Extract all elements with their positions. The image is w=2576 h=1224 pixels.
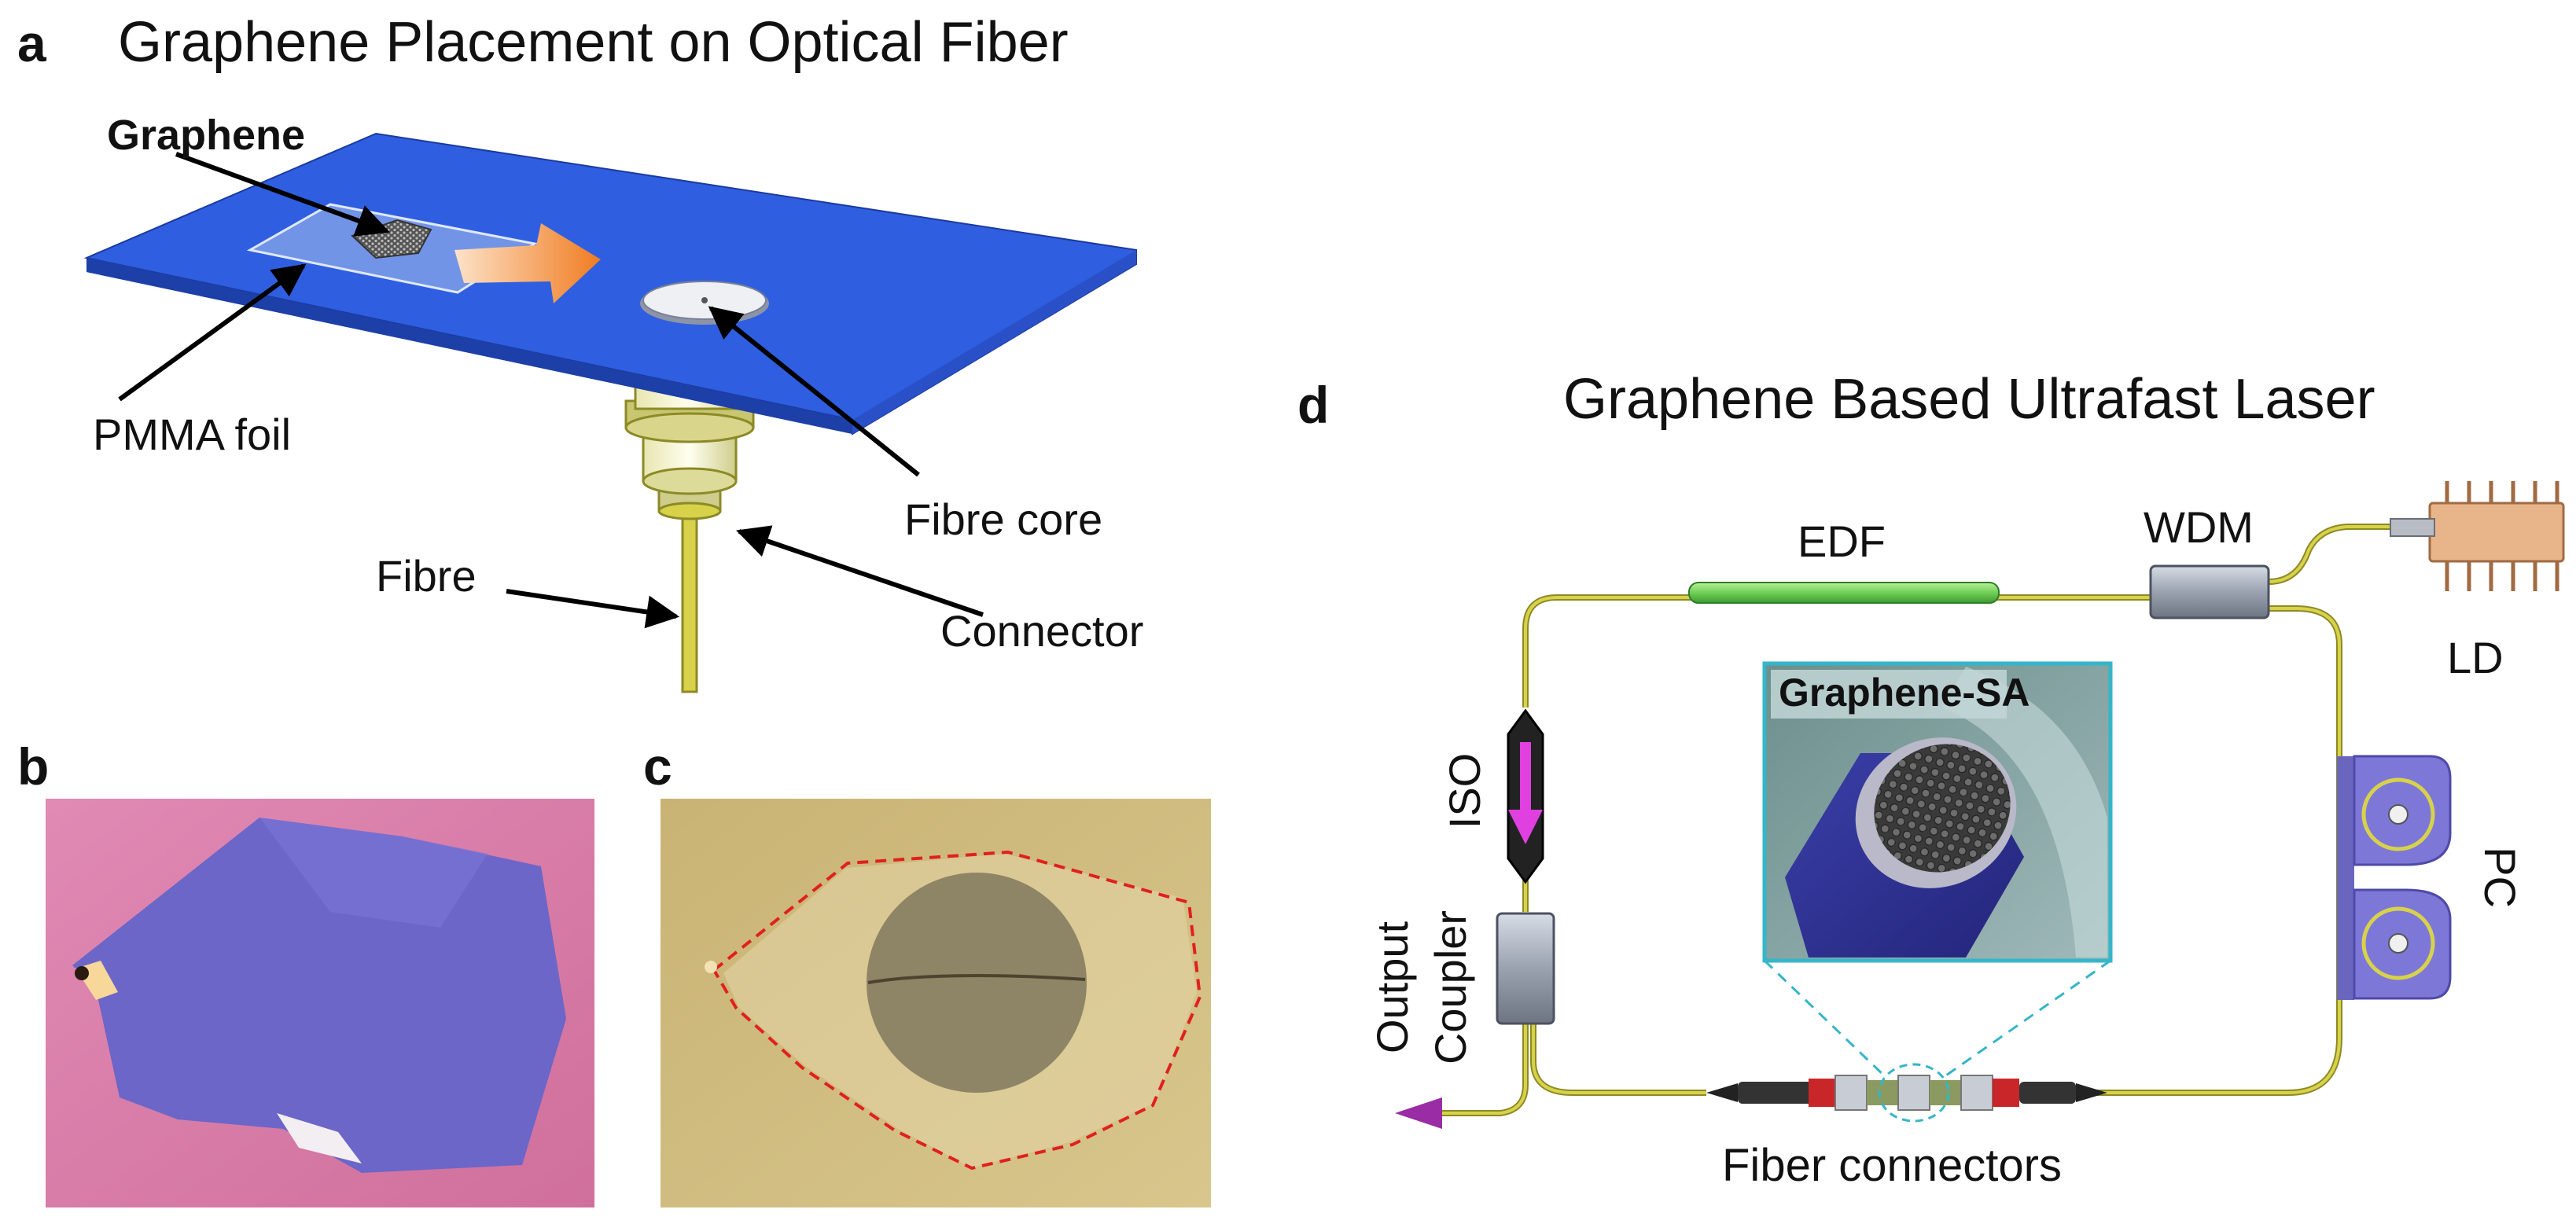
fiber-connectors bbox=[1706, 1063, 2107, 1123]
edf-component bbox=[1688, 582, 2000, 604]
label-fibre: Fibre bbox=[376, 551, 477, 601]
label-coupler: Coupler bbox=[1426, 910, 1475, 1064]
laser-diode-icon bbox=[2390, 481, 2565, 591]
label-pmma-foil: PMMA foil bbox=[93, 410, 291, 459]
label-pc: PC bbox=[2475, 847, 2525, 908]
graphene-sa-inset bbox=[1762, 661, 2113, 963]
output-arrow-icon bbox=[1395, 1097, 1442, 1129]
wdm-component bbox=[2149, 564, 2270, 619]
panel-b-letter: b bbox=[17, 737, 49, 796]
label-edf: EDF bbox=[1798, 516, 1886, 566]
panel-a-title: Graphene Placement on Optical Fiber bbox=[118, 11, 1069, 74]
label-fiber-connectors: Fiber connectors bbox=[1722, 1140, 2062, 1191]
label-output: Output bbox=[1367, 921, 1417, 1054]
iso-arrow-icon bbox=[1508, 810, 1543, 844]
label-graphene: Graphene bbox=[107, 112, 305, 159]
label-ld: LD bbox=[2447, 633, 2504, 682]
label-graphene-sa: Graphene-SA bbox=[1779, 671, 2030, 715]
label-wdm: WDM bbox=[2144, 502, 2254, 552]
isolator-component bbox=[1507, 708, 1544, 884]
optical-image-c bbox=[661, 799, 1211, 1207]
polarization-controller bbox=[2337, 755, 2452, 1000]
panel-a-letter: a bbox=[17, 14, 47, 72]
fibre-strand bbox=[681, 502, 698, 693]
panel-d-title: Graphene Based Ultrafast Laser bbox=[1563, 368, 2375, 431]
label-connector: Connector bbox=[940, 606, 1143, 656]
panel-c-letter: c bbox=[643, 737, 672, 796]
label-iso: ISO bbox=[1440, 753, 1489, 829]
label-fibre-core: Fibre core bbox=[904, 494, 1102, 544]
output-coupler-component bbox=[1496, 912, 1555, 1025]
fibre-core bbox=[640, 281, 769, 325]
transfer-arrow-icon bbox=[454, 223, 601, 303]
optical-image-b bbox=[46, 799, 594, 1207]
panel-d-letter: d bbox=[1297, 376, 1329, 434]
